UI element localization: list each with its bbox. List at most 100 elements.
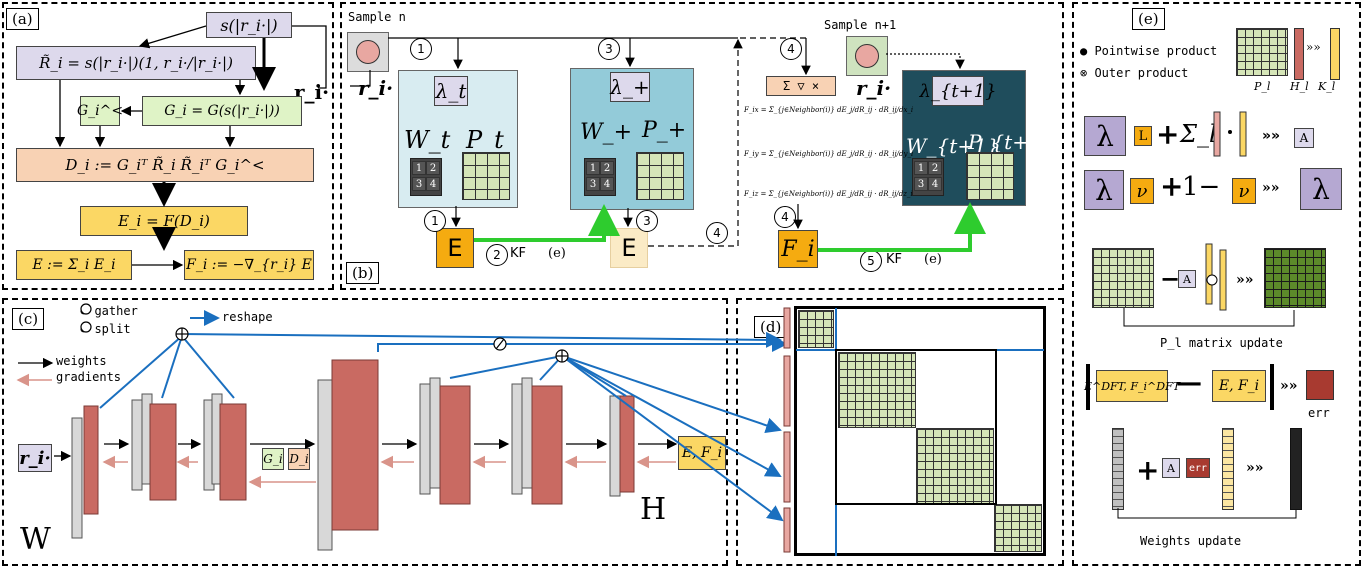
E-DFT-box: E^DFT, F_i^DFT <box>1084 370 1180 402</box>
W-plus-matrix: 1 2 3 4 <box>584 158 616 196</box>
K-l-vector <box>1330 28 1340 80</box>
kf-label-1: KF <box>510 246 527 261</box>
s-box: s(|r_i·|) <box>206 12 292 38</box>
W-t-label: W_t <box>404 126 451 154</box>
G-box: G_i = G(s(|r_i·|)) <box>142 96 302 126</box>
G-input-c: G_i <box>262 448 284 470</box>
H-l-vector <box>1294 28 1304 80</box>
block-3 <box>916 428 994 504</box>
panel-b-label: (b) <box>346 262 380 284</box>
D-box: D_i := G_iᵀ R̃_i R̃_iᵀ G_i^< <box>16 148 314 182</box>
lambda-t: λ_t <box>434 76 468 106</box>
panel-b <box>340 2 1064 290</box>
A-box-2: A <box>1178 270 1196 288</box>
P-l-matrix <box>1236 28 1288 76</box>
network-stacks <box>71 359 635 551</box>
nu-box-2: ν <box>1232 178 1256 204</box>
arrow-e2: »» <box>1262 180 1280 196</box>
nu-box-1: ν <box>1130 178 1154 204</box>
weight-column-before <box>1112 428 1124 510</box>
lambda-box-1: λ <box>1084 116 1126 156</box>
panel-a <box>2 2 334 290</box>
P-update-before <box>1092 248 1154 308</box>
A-box-1: A <box>1294 128 1314 148</box>
plus-sign-2: + <box>1160 170 1184 203</box>
block-1 <box>798 310 834 348</box>
panel-d-vectors <box>783 307 791 553</box>
pl-update-label: P_l matrix update <box>1160 336 1283 350</box>
ops-box: Σ ▽ × <box>766 76 836 96</box>
arrow-e1: »» <box>1306 40 1321 54</box>
D-input-c: D_i <box>288 448 310 470</box>
outer-legend: ⊗ Outer product <box>1080 66 1189 80</box>
panel-d <box>736 298 1064 566</box>
panel-e-label: (e) <box>1132 8 1165 30</box>
weights-update-label: Weights update <box>1140 534 1242 548</box>
E-box: E := Σ_i E_i <box>16 250 132 280</box>
E-output-1: E <box>436 228 474 268</box>
W-t1-matrix: 1 2 3 4 <box>912 158 944 196</box>
minus-sign-2: — <box>1176 368 1202 398</box>
arrow-e5: »» <box>1246 460 1264 476</box>
sample-n-icon <box>347 32 389 72</box>
r-input-c: r_i· <box>18 444 52 472</box>
panel-e-vectors: »» <box>1117 111 1297 519</box>
block-4 <box>994 504 1042 552</box>
step-2: 2 <box>486 244 508 266</box>
step-5: 5 <box>860 250 882 272</box>
reshape-legend: reshape <box>222 310 273 324</box>
block-diag-frame <box>794 306 1046 556</box>
block-2 <box>838 352 916 428</box>
arrow-e3: »» <box>1236 272 1254 288</box>
F-output: F_i <box>778 230 818 268</box>
W-label-c: W <box>20 522 51 557</box>
panel-b-arrows <box>350 37 965 247</box>
R-box: R̃_i = s(|r_i·|)(1, r_i·/|r_i·|) <box>16 46 256 80</box>
L-box: L <box>1134 126 1152 146</box>
r-input-b-left: r_i· <box>358 76 394 100</box>
abs-bar-left <box>1086 364 1090 410</box>
Glt-box: G_i^< <box>77 96 123 126</box>
kf-green-arrows <box>474 202 986 252</box>
P-l-label: P_l <box>1254 80 1271 93</box>
P-t-matrix <box>462 152 510 200</box>
panel-a-arrows <box>54 25 327 271</box>
panel-c <box>2 298 728 566</box>
K-l-label: K_l <box>1318 80 1336 93</box>
lambda-box-3: λ <box>1300 168 1342 210</box>
minus-sign-1: − <box>1160 264 1181 293</box>
pointwise-legend: ● Pointwise product <box>1080 44 1218 58</box>
err-chip: err <box>1186 458 1210 478</box>
E-output-2: E <box>610 228 648 268</box>
step-4-mid: 4 <box>706 222 728 244</box>
lambda-t1: λ_{t+1} <box>919 76 997 106</box>
W-plus-label: W_+ <box>580 120 633 145</box>
err-label: err <box>1308 406 1330 420</box>
err-block <box>1306 370 1334 400</box>
step-3-bottom: 3 <box>636 210 658 232</box>
A-box-3: A <box>1162 458 1180 478</box>
step-4-bottom: 4 <box>774 206 796 228</box>
panel-d-block-lines <box>835 349 997 505</box>
e-ref-2: (e) <box>924 252 942 267</box>
fz-formula: F_iz = Σ_{j∈Neighbor(i)} dE_j/dR_ij · dR… <box>744 190 913 198</box>
H-label-c: H <box>640 492 667 527</box>
E-F-box: E, F_i <box>1212 370 1266 402</box>
sample-n1-icon <box>846 36 888 76</box>
r-input-b-right: r_i· <box>856 76 892 100</box>
sample-n1-label: Sample n+1 <box>824 18 897 32</box>
panel-a-label: (a) <box>6 8 39 30</box>
weight-column-after <box>1290 428 1302 510</box>
H-l-label: H_l <box>1290 80 1309 93</box>
sample-n-label: Sample n <box>348 10 406 24</box>
abs-bar-right <box>1270 364 1274 410</box>
gradient-arrows <box>16 373 676 489</box>
gather-split-symbols <box>80 303 569 363</box>
W-t-matrix: 1 2 3 4 <box>410 158 442 196</box>
e-ref-1: (e) <box>548 246 566 261</box>
step-1-bottom: 1 <box>424 210 446 232</box>
one-minus: 1− <box>1182 172 1221 202</box>
P-plus-label: P_+ <box>642 118 687 143</box>
P-t1-label: P_{t+1} <box>968 130 1055 154</box>
